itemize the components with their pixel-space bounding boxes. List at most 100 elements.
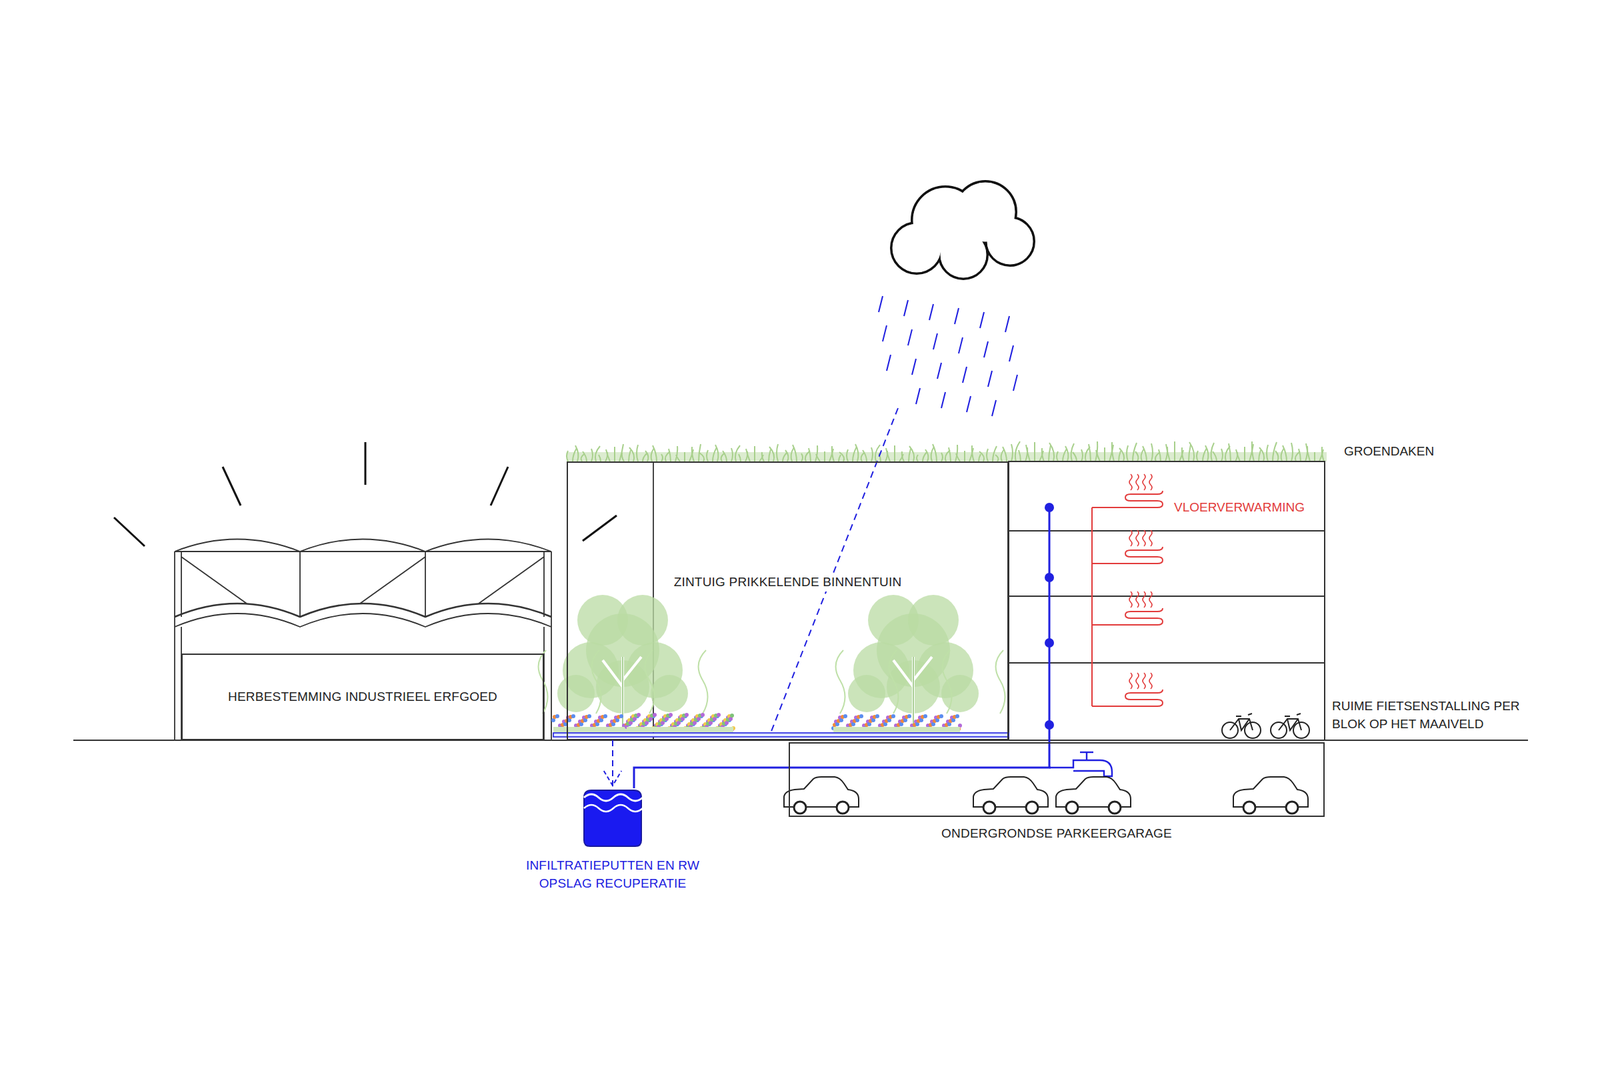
- flower-bed: [833, 726, 960, 732]
- flower: [859, 714, 864, 718]
- grass-blade: [1221, 448, 1223, 462]
- flower: [700, 712, 705, 717]
- car-body: [973, 776, 1048, 807]
- bike-storage-label: RUIME FIETSENSTALLING PER BLOK OP HET MA…: [1332, 697, 1546, 733]
- grass-blade: [566, 450, 568, 462]
- grass-blade: [1258, 450, 1261, 462]
- garden-planting: [538, 594, 1006, 732]
- text-holder: ZINTUIG PRIKKELENDE BINNENTUIN: [568, 573, 1008, 592]
- grass-blade: [1212, 451, 1217, 462]
- flower: [716, 712, 721, 717]
- grass-blade: [762, 452, 764, 462]
- scent-wisp: [996, 650, 1006, 714]
- grass-blade: [699, 452, 704, 462]
- text-holder: ONDERGRONDSE PARKEERGARAGE: [938, 824, 1175, 843]
- grass-blade: [1202, 448, 1207, 462]
- grass-blade: [735, 445, 740, 462]
- grass-blade: [886, 448, 890, 462]
- grass-blade: [675, 446, 678, 462]
- rain-drop: [937, 362, 942, 379]
- grass-blade: [1151, 443, 1153, 462]
- grass-blade: [1104, 447, 1106, 462]
- car-wheel: [1108, 801, 1121, 814]
- grass-blade: [619, 444, 624, 462]
- rain-drop: [904, 300, 908, 316]
- car-wheel: [836, 801, 849, 814]
- flower: [555, 714, 560, 718]
- rain-drop: [1005, 316, 1010, 332]
- floor-heating-label: VLOERVERWARMING: [1174, 498, 1305, 517]
- heating-pipe: [1091, 507, 1093, 706]
- grass-blade: [852, 446, 857, 462]
- grass-blade: [1072, 452, 1077, 462]
- grass-blade: [1049, 442, 1054, 462]
- water-pipe: [788, 766, 1051, 769]
- grass-blade: [824, 451, 826, 462]
- grass-blade: [1322, 446, 1324, 462]
- grass-blade: [591, 448, 593, 462]
- grass-blade: [1119, 448, 1124, 462]
- grass-blade: [661, 454, 663, 462]
- grass-blade: [595, 446, 600, 462]
- grass-blade: [1062, 448, 1067, 462]
- vehicles: [784, 713, 1310, 814]
- floor-line: [1008, 595, 1325, 597]
- heating-branch: [1092, 562, 1124, 564]
- car-body: [784, 776, 859, 807]
- grass-blade: [1002, 446, 1007, 462]
- grass-blade: [1081, 449, 1083, 462]
- grass-blade: [1135, 451, 1138, 462]
- rain-drop: [958, 337, 963, 354]
- flower: [923, 714, 928, 718]
- scent-wisp: [592, 650, 602, 714]
- grass-blade: [1252, 441, 1254, 462]
- text-holder: INFILTRATIEPUTTEN EN RW OPSLAG RECUPERAT…: [519, 856, 706, 892]
- grass-blade: [875, 444, 880, 462]
- grass-blade: [712, 447, 717, 462]
- parking-garage: ONDERGRONDSE PARKEERGARAGE: [788, 742, 1325, 817]
- rain-drop: [988, 370, 992, 387]
- grass-blade: [871, 447, 873, 462]
- grass-blade: [861, 452, 864, 462]
- tree-trunk: [912, 656, 914, 730]
- scent-wisp: [698, 650, 708, 714]
- wall-line: [550, 551, 552, 740]
- grass-blade: [855, 444, 858, 462]
- heat-wave: [1136, 591, 1139, 608]
- grass-blade: [768, 449, 771, 462]
- flower: [668, 712, 673, 717]
- rain-drop: [962, 366, 967, 383]
- tank-symbol: [582, 788, 644, 848]
- grass-blade: [955, 444, 958, 462]
- rain-drop: [980, 312, 984, 328]
- tree-crown: [908, 594, 959, 646]
- scent-wisp: [942, 650, 952, 714]
- grass-blade: [1188, 444, 1191, 462]
- heat-wave: [1149, 672, 1152, 689]
- car-body: [1056, 776, 1131, 807]
- tap-handle: [1080, 751, 1094, 753]
- riser-dot: [1044, 720, 1054, 730]
- car-body: [1233, 776, 1308, 807]
- flower: [571, 714, 576, 718]
- grass-blade: [1118, 450, 1121, 462]
- grass-blade: [1205, 445, 1208, 462]
- flower-bed: [626, 726, 734, 732]
- grass-blade: [782, 452, 787, 462]
- grass-blade: [1042, 448, 1044, 462]
- grass-blade: [986, 448, 988, 462]
- car-wheel: [1066, 801, 1078, 814]
- car-wheel: [1286, 801, 1298, 814]
- grass-blade: [722, 450, 727, 462]
- flower: [730, 713, 734, 718]
- grass-blade: [978, 454, 981, 462]
- heat-wave: [1136, 530, 1139, 546]
- heritage-hall: HERBESTEMMING INDUSTRIEEL ERFGOED: [181, 653, 544, 740]
- rain-drop: [886, 354, 891, 371]
- truss-post: [180, 551, 182, 617]
- bike-frame: [1230, 713, 1253, 730]
- grass-blade: [598, 454, 601, 462]
- grass-blade: [754, 446, 756, 462]
- grass-blade: [1259, 447, 1264, 462]
- grass-blade: [614, 446, 616, 462]
